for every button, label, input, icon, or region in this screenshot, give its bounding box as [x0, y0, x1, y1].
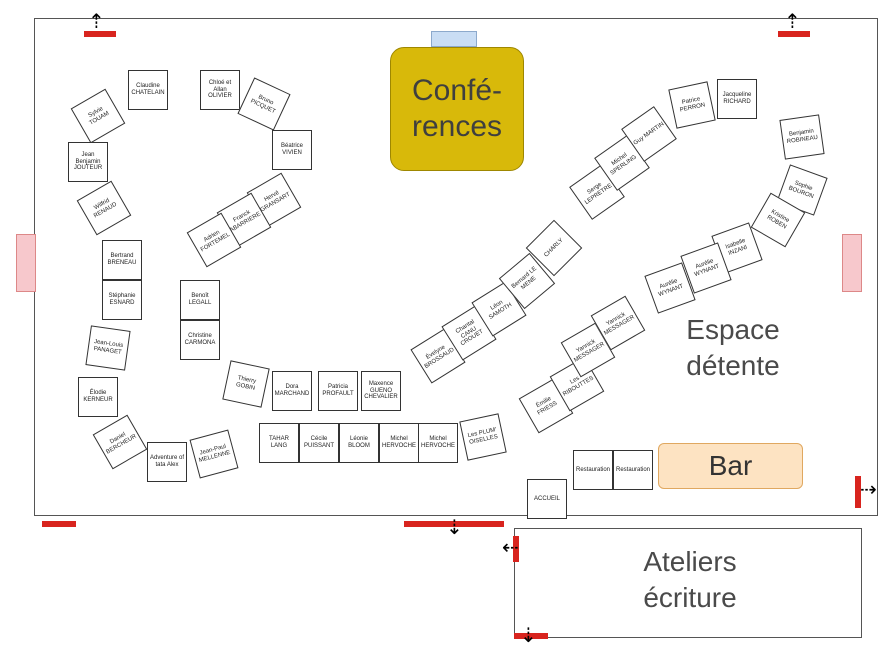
door-ateliers-left — [513, 536, 519, 562]
stand[interactable]: TAHAR LANG — [259, 423, 299, 463]
espace-detente-label: Espace détente — [686, 314, 780, 382]
stand[interactable]: Patricia PROFAULT — [318, 371, 358, 411]
exit-arrow-icon: ⇣ — [520, 625, 537, 647]
stand[interactable]: Chloé et Allan OLIVIER — [200, 70, 240, 110]
stand[interactable]: Christine CARMONA — [180, 320, 220, 360]
stand[interactable]: Béatrice VIVIEN — [272, 130, 312, 170]
door-bottom-center — [404, 521, 504, 527]
door-bottom-left — [42, 521, 76, 527]
stand[interactable]: Maxence GUENO CHEVALIER — [361, 371, 401, 411]
exit-arrow-icon: ⇢ — [860, 479, 877, 501]
stand[interactable]: Restauration — [573, 450, 613, 490]
stand[interactable]: Dora MARCHAND — [272, 371, 312, 411]
projection-screen — [431, 31, 477, 47]
conferences-zone[interactable]: Confé- rences — [390, 47, 524, 171]
door-top-left — [84, 31, 116, 37]
exit-arrow-icon: ⇠ — [502, 537, 519, 559]
door-right-side — [855, 476, 861, 508]
stand[interactable]: Michel HERVOCHE — [418, 423, 458, 463]
stand[interactable]: Benjamin ROBINEAU — [779, 114, 825, 160]
stand[interactable]: Claudine CHATELAIN — [128, 70, 168, 110]
stand[interactable]: Stéphanie ESNARD — [102, 280, 142, 320]
stand[interactable]: Bertrand BRENEAU — [102, 240, 142, 280]
stand[interactable]: Léonie BLOOM — [339, 423, 379, 463]
stand[interactable]: Jean-Louis PANAGET — [85, 325, 131, 371]
stand[interactable]: Cécile PUISSANT — [299, 423, 339, 463]
wall-panel-right — [842, 234, 862, 292]
stand[interactable]: Jean Benjamin JOUTEUR — [68, 142, 108, 182]
stand[interactable]: Adventure of tata Alex — [147, 442, 187, 482]
ateliers-label: Ateliers écriture — [643, 546, 737, 614]
stand[interactable]: ACCUEIL — [527, 479, 567, 519]
exit-arrow-icon: ⇡ — [88, 11, 105, 33]
exit-arrow-icon: ⇡ — [784, 11, 801, 33]
stand[interactable]: Thierry GOBIN — [222, 360, 270, 408]
stand[interactable]: Les PLUM' OISELLES — [459, 413, 507, 461]
stand[interactable]: Patrice PERRON — [668, 81, 716, 129]
stand[interactable]: Jacqueline RICHARD — [717, 79, 757, 119]
stand[interactable]: Restauration — [613, 450, 653, 490]
door-ateliers-bottom — [514, 633, 548, 639]
stand[interactable]: Benoît LEGALL — [180, 280, 220, 320]
ateliers-room — [514, 528, 862, 638]
stand[interactable]: Michel HERVOCHE — [379, 423, 419, 463]
stand[interactable]: Élodie KERNEUR — [78, 377, 118, 417]
door-top-right — [778, 31, 810, 37]
wall-panel-left — [16, 234, 36, 292]
bar-zone[interactable]: Bar — [658, 443, 803, 489]
exit-arrow-icon: ⇣ — [446, 517, 463, 539]
